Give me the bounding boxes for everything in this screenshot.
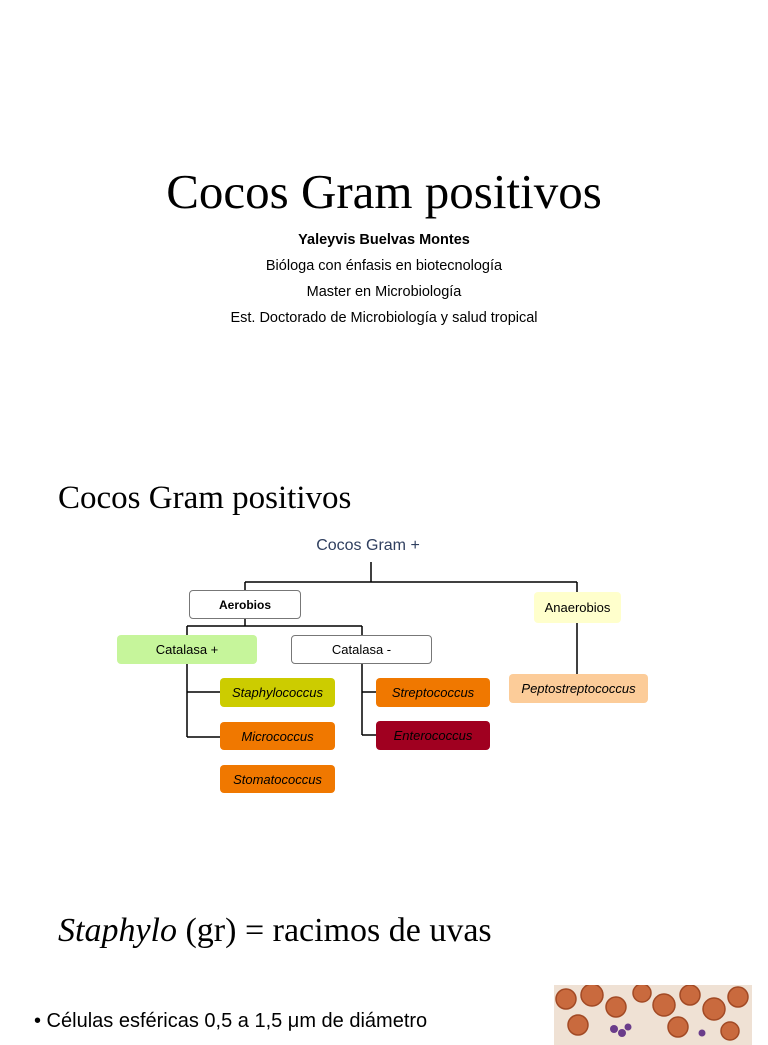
node-stomatococcus: Stomatococcus bbox=[220, 765, 335, 793]
node-catalasa-positive: Catalasa + bbox=[117, 635, 257, 664]
bullet-item: • Células esféricas 0,5 a 1,5 μm de diám… bbox=[34, 1010, 428, 1032]
root-node-label: Cocos Gram + bbox=[316, 537, 420, 554]
classification-slide: Cocos Gram positivos Cocos Gram + Aerobi… bbox=[0, 430, 768, 870]
node-streptococcus: Streptococcus bbox=[376, 678, 490, 707]
author-name: Yaleyvis Buelvas Montes bbox=[298, 232, 470, 248]
author-role-2: Master en Microbiología bbox=[306, 284, 462, 300]
micrograph-image bbox=[554, 985, 752, 1045]
slide-title: Staphylo (gr) = racimos de uvas bbox=[58, 908, 492, 954]
author-role-3: Est. Doctorado de Microbiología y salud … bbox=[230, 310, 538, 326]
node-catalasa-negative: Catalasa - bbox=[291, 635, 432, 664]
node-micrococcus: Micrococcus bbox=[220, 722, 335, 750]
staphylo-slide: Staphylo (gr) = racimos de uvas • Célula… bbox=[0, 870, 768, 1045]
classification-connectors bbox=[186, 562, 578, 738]
title-rest: (gr) = racimos de uvas bbox=[176, 912, 492, 949]
slide-title: Cocos Gram positivos bbox=[166, 164, 602, 219]
slide-title: Cocos Gram positivos bbox=[58, 480, 352, 516]
title-slide: Cocos Gram positivos Yaleyvis Buelvas Mo… bbox=[0, 0, 768, 430]
node-staphylococcus: Staphylococcus bbox=[220, 678, 335, 707]
node-anaerobios: Anaerobios bbox=[534, 592, 621, 623]
title-italic-part: Staphylo bbox=[58, 912, 177, 949]
node-peptostreptococcus: Peptostreptococcus bbox=[509, 674, 648, 703]
micrograph-cells bbox=[554, 985, 752, 1045]
node-aerobios: Aerobios bbox=[189, 590, 301, 619]
author-role-1: Bióloga con énfasis en biotecnología bbox=[265, 258, 503, 274]
node-enterococcus: Enterococcus bbox=[376, 721, 490, 750]
